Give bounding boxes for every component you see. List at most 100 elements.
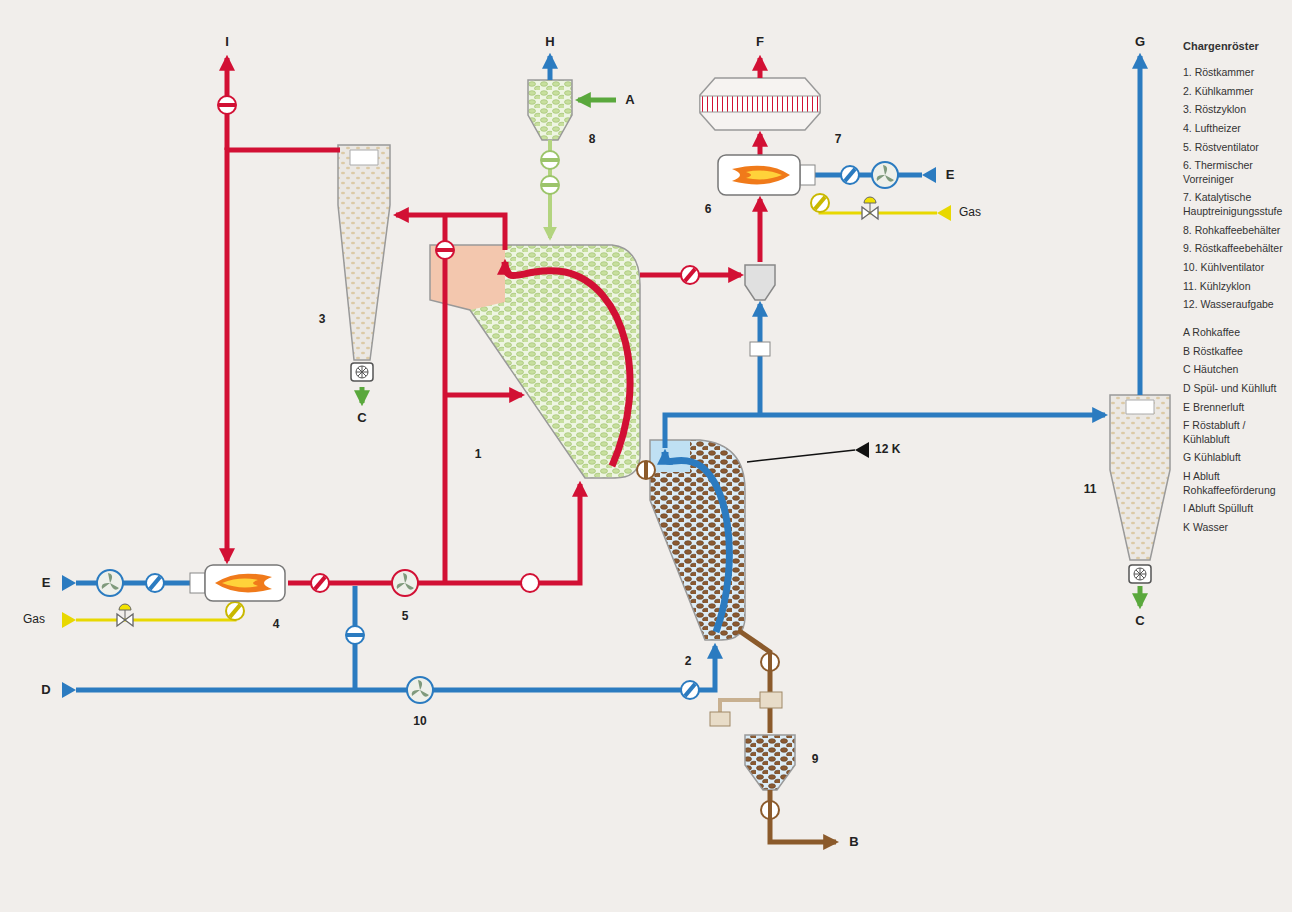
valves-and-fans <box>97 96 1151 819</box>
flow-label: D <box>40 683 51 697</box>
cooling-air-lines-part <box>76 581 190 586</box>
gas-inlets-part <box>811 194 829 212</box>
roast-chamber-part <box>430 245 640 478</box>
legend-item: 6. Thermischer Vorreiniger <box>1183 159 1287 186</box>
feed-lines-part <box>747 450 855 462</box>
legend-item: D Spül- und Kühlluft <box>1183 382 1287 396</box>
legend-item: A Rohkaffee <box>1183 326 1287 340</box>
valves-and-fans-part <box>97 570 123 596</box>
legend-item: H Abluft Rohkaffeeförderung <box>1183 470 1287 497</box>
valves-and-fans-part <box>541 176 559 194</box>
cooling-chamber-part <box>650 440 745 640</box>
flow-label: E <box>945 168 956 182</box>
cooling-chamber-part <box>650 440 690 472</box>
valves-and-fans-part <box>761 653 779 671</box>
valves-and-fans-part <box>1129 565 1151 583</box>
legend-item: F Röstabluft / Kühlabluft <box>1183 419 1287 446</box>
roast-cyclone-part <box>350 150 378 165</box>
fittings-part <box>710 712 730 726</box>
roast-air-lines-part <box>288 484 580 583</box>
legend-item: K Wasser <box>1183 521 1287 535</box>
callout-number: 10 <box>412 715 427 728</box>
roasted-coffee-hopper <box>745 735 795 790</box>
roast-chamber-part <box>430 245 640 478</box>
fittings <box>710 442 869 726</box>
burners-part <box>732 166 790 185</box>
feed-lines-part <box>578 98 616 103</box>
valves-and-fans-part <box>761 801 779 819</box>
green-coffee-hopper <box>528 80 572 140</box>
feed-lines-part <box>770 790 836 842</box>
burners <box>190 155 815 601</box>
legend-title: Chargenröster <box>1183 40 1259 52</box>
cooling-air-lines-part <box>758 304 763 415</box>
cool-cyclone-part <box>1126 400 1154 414</box>
cooling-chamber-part <box>665 452 729 632</box>
cooling-air-lines <box>76 56 1140 690</box>
roast-chamber <box>430 245 640 478</box>
legend-item: 1. Röstkammer <box>1183 66 1287 80</box>
fittings-part <box>760 692 782 708</box>
catalytic-stage <box>700 78 820 130</box>
legend-item: 11. Kühlzyklon <box>1183 280 1287 294</box>
flow-label: A <box>624 93 635 107</box>
roasted-coffee-hopper-part <box>745 735 795 790</box>
feed-lines-part <box>360 387 365 403</box>
callout-number: 4 <box>272 618 281 631</box>
gas-inlets <box>62 194 951 628</box>
legend-item: B Röstkaffee <box>1183 345 1287 359</box>
valves-and-fans-part <box>392 570 418 596</box>
burners-part <box>746 171 782 180</box>
roast-air-lines-part <box>758 199 763 262</box>
flow-label: B <box>848 835 859 849</box>
burners-part <box>718 155 800 195</box>
cooling-air-lines-part <box>1138 56 1143 395</box>
roast-air-lines-part <box>227 150 340 561</box>
legend-item: I Abluft Spülluft <box>1183 502 1287 516</box>
callout-number: 9 <box>811 753 820 766</box>
valves-and-fans-part <box>407 677 433 703</box>
roast-cyclone-part <box>338 145 390 360</box>
burners-part <box>205 565 285 601</box>
green-coffee-hopper-part <box>528 80 572 140</box>
feed-lines <box>362 100 1140 842</box>
valves-and-fans-part <box>146 574 164 592</box>
callout-number: 5 <box>401 610 410 623</box>
roast-air-lines-part <box>445 393 522 398</box>
callout-number: 1 <box>474 448 483 461</box>
fittings-part <box>855 442 869 458</box>
legend-item: 8. Rohkaffeebehälter <box>1183 224 1287 238</box>
gas-inlets-part <box>226 602 244 620</box>
roast-air-lines-part <box>758 134 763 155</box>
callout-number: 3 <box>318 313 327 326</box>
callout-number: 2 <box>684 655 693 668</box>
feed-lines-part <box>738 630 770 733</box>
legend-item: 5. Röstventilator <box>1183 141 1287 155</box>
flow-label: Gas <box>22 613 46 626</box>
flow-label: Gas <box>958 206 982 219</box>
gas-inlets-part <box>117 604 133 626</box>
valves-and-fans-part <box>541 151 559 169</box>
gas-lines <box>76 196 937 620</box>
separator <box>745 265 775 300</box>
roast-air-lines-part <box>443 215 448 583</box>
valves-and-fans-part <box>681 681 699 699</box>
gas-lines-part <box>76 602 235 620</box>
flow-label: I <box>224 35 230 49</box>
legend-item: 9. Röstkaffeebehälter <box>1183 242 1287 256</box>
legend-item: E Brennerluft <box>1183 401 1287 415</box>
valves-and-fans-part <box>311 574 329 592</box>
valves-and-fans-part <box>872 162 898 188</box>
callout-number: 6 <box>704 203 713 216</box>
separator-part <box>745 265 775 300</box>
air-inlets-part <box>62 575 76 591</box>
legend-item: 3. Röstzyklon <box>1183 103 1287 117</box>
air-inlets-part <box>922 167 936 183</box>
valves-and-fans-part <box>681 266 699 284</box>
burners-part <box>800 165 815 185</box>
air-inlets-part <box>750 342 770 356</box>
valves-and-fans-part <box>218 96 236 114</box>
catalytic-stage-part <box>700 96 820 112</box>
legend-item: 2. Kühlkammer <box>1183 85 1287 99</box>
